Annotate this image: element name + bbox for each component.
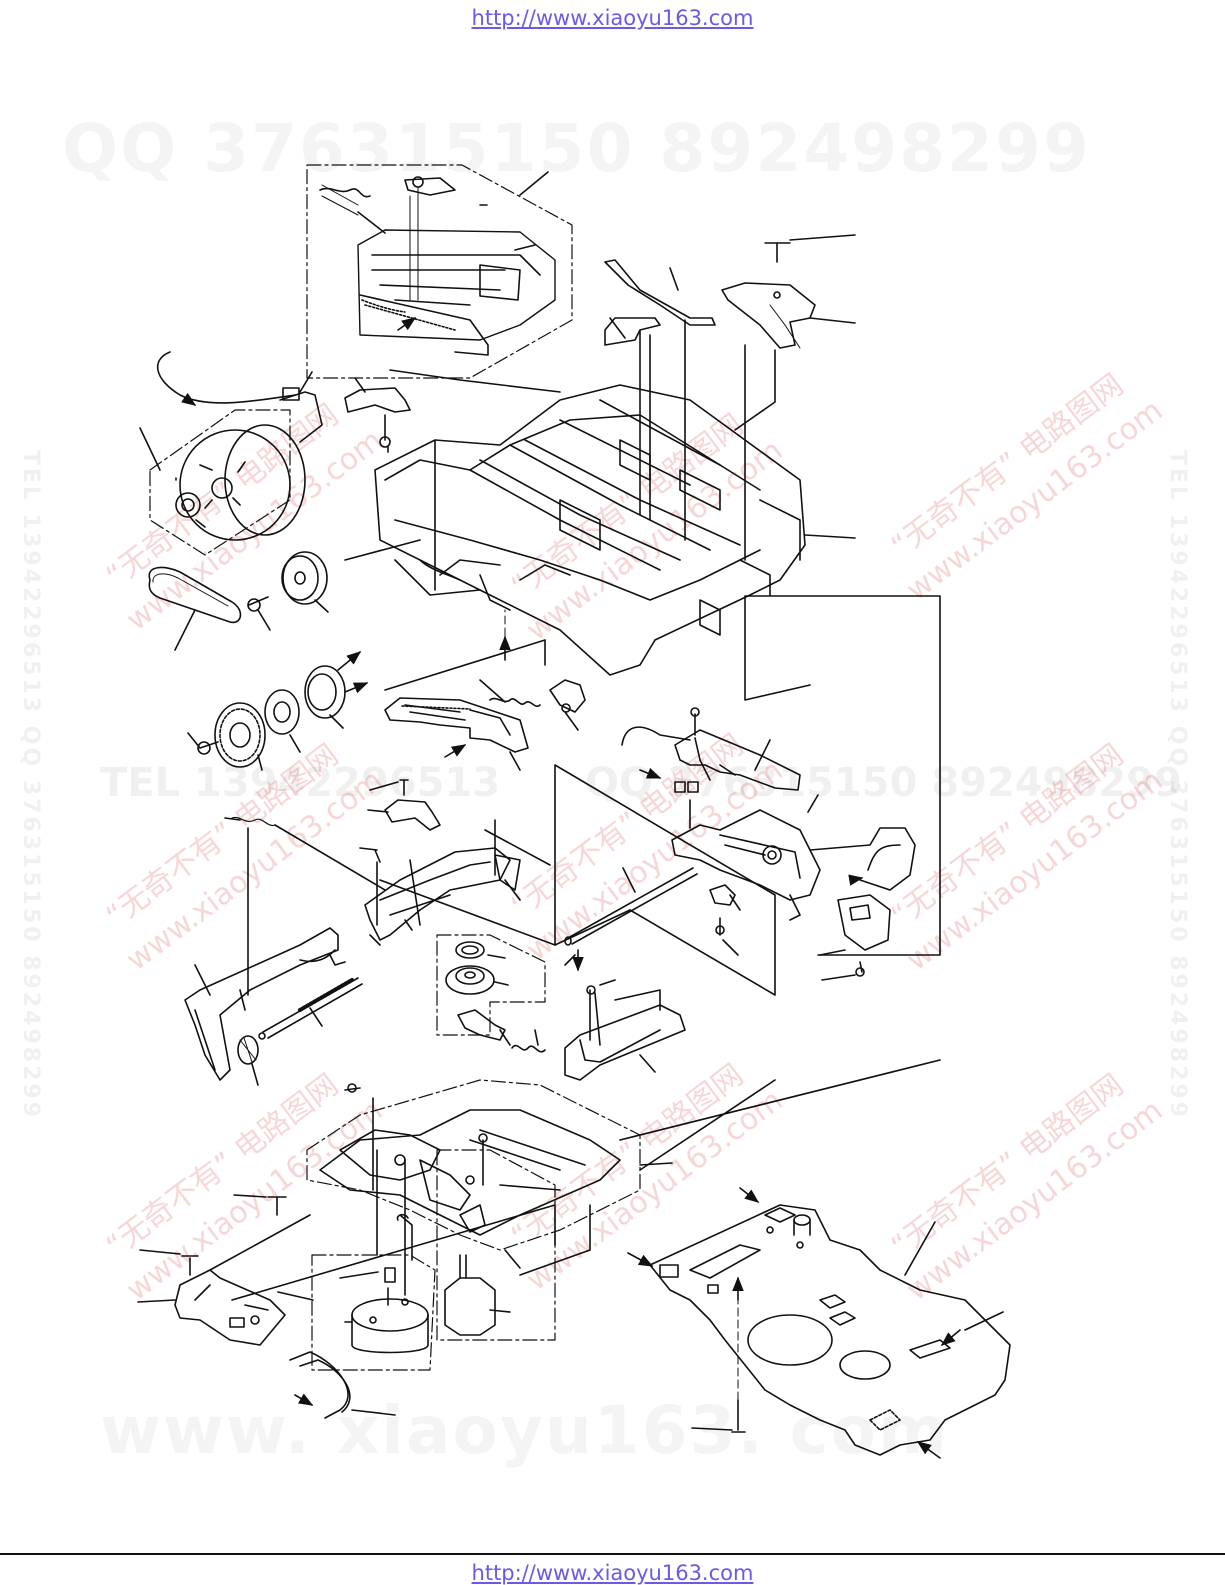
pulley-group: [247, 551, 329, 631]
footer-url-link[interactable]: http://www.xiaoyu163.com: [471, 1561, 754, 1585]
lever-spring-mid: [457, 1009, 546, 1053]
watermark-qq-line: QQ 376315150 892498299: [62, 110, 1091, 187]
pickup-bracket: [621, 707, 801, 829]
bottom-rule: [0, 1553, 1225, 1555]
connector-lines: [231, 369, 591, 1301]
lead-screw: [237, 977, 363, 1086]
loading-slide: [384, 609, 586, 771]
watermark-vertical-left: TEL 13942296513 QQ 376315150 892498299: [18, 450, 43, 1121]
spindle-motor-group: [277, 1149, 436, 1371]
main-pcb: [619, 1059, 1011, 1459]
top-right-parts: [604, 234, 856, 561]
mechanism-base: [306, 1079, 673, 1269]
optical-pickup: [671, 794, 916, 981]
pickup-clip: [709, 884, 741, 956]
clamper-group: [436, 934, 546, 1036]
sled-left: [224, 779, 551, 946]
watermark-vertical-right: TEL 13942296513 QQ 376315150 892498299: [1165, 450, 1190, 1121]
gear-train-group: [187, 651, 369, 771]
header-url-link[interactable]: http://www.xiaoyu163.com: [471, 6, 754, 30]
loading-rail-right: [564, 979, 686, 1081]
switch-board: [137, 1214, 311, 1346]
lever-arm-left: [184, 827, 346, 1081]
motor-assembly-group: [139, 351, 323, 556]
flat-cable: [289, 1351, 396, 1419]
guide-shaft: [564, 867, 698, 972]
watermark-tel-line: TEL 13942296513: [100, 760, 501, 806]
drive-belt: [148, 566, 242, 651]
sled-motor-group: [436, 1149, 556, 1341]
screw-left-base: [233, 1194, 287, 1216]
watermark-www-line: www. xiaoyu163. com: [100, 1392, 949, 1469]
main-chassis: [374, 384, 856, 676]
guide-lines: [379, 595, 941, 996]
tray-assembly-group: [306, 164, 573, 379]
bracket-small: [344, 377, 411, 453]
